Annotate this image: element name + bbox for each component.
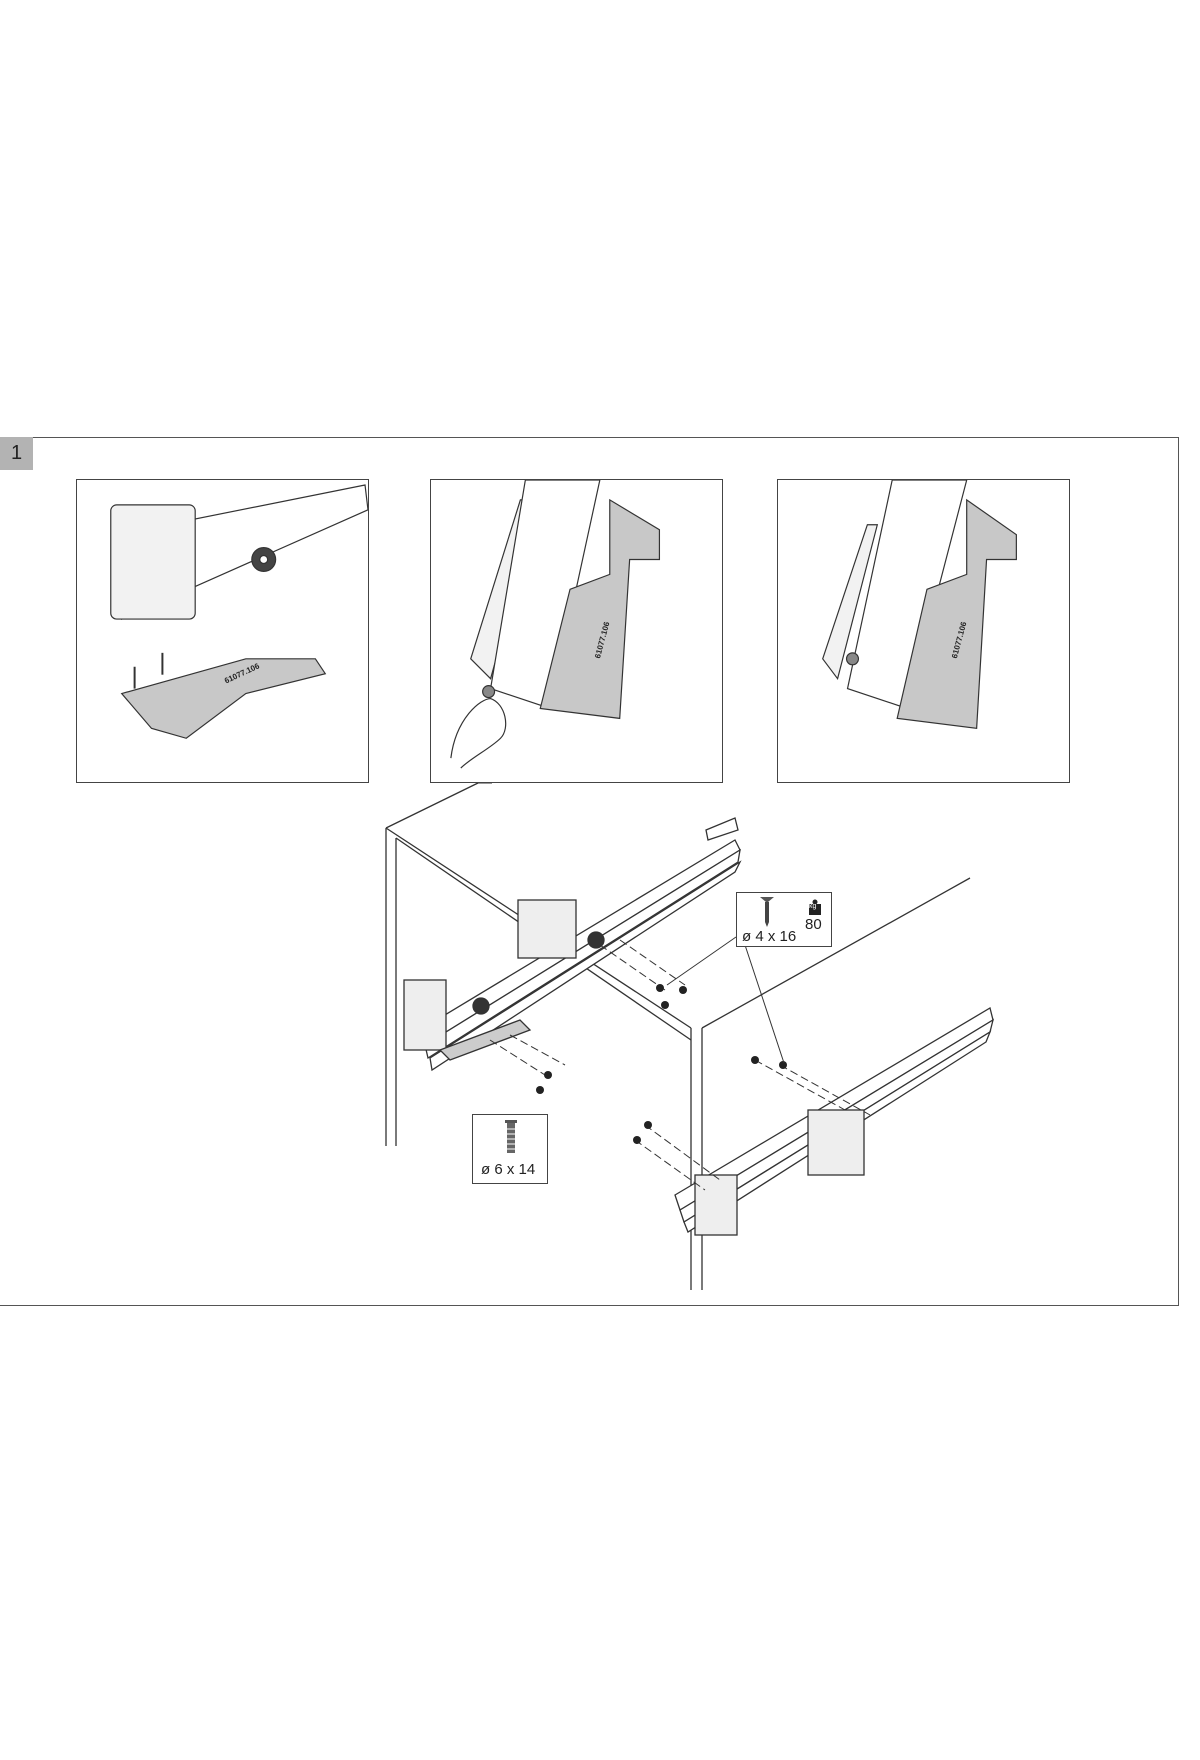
euro-screw-spec-box: ø 6 x 14 xyxy=(472,1114,548,1184)
left-drawer-slide xyxy=(403,817,742,1072)
screws xyxy=(536,984,787,1144)
weight-icon xyxy=(809,899,821,915)
screw-guides xyxy=(489,939,871,1191)
load-capacity: 80 xyxy=(805,916,822,933)
euro-screw-icon xyxy=(505,1120,517,1153)
detail-panel-release-lever: 61077.106 xyxy=(430,479,723,783)
step-number-badge: 1 xyxy=(0,437,33,470)
detail-panel-bracket-attached: 61077.106 xyxy=(777,479,1070,783)
wood-screw-icon xyxy=(760,897,774,927)
detail-panel-remove-bracket: 61077.106 xyxy=(76,479,369,783)
weight-unit: kg xyxy=(809,903,817,910)
step-frame xyxy=(0,437,1179,1306)
leader-line xyxy=(744,944,785,1064)
right-drawer-slide xyxy=(674,1006,995,1236)
leader-line xyxy=(666,936,737,986)
screw-size-label: ø 4 x 16 xyxy=(742,928,797,945)
wood-screw-spec-box: kg 80 ø 4 x 16 xyxy=(736,892,832,947)
cabinet-edge xyxy=(701,877,971,1029)
screw-size-label: ø 6 x 14 xyxy=(481,1161,536,1178)
cabinet-edge xyxy=(385,782,479,829)
